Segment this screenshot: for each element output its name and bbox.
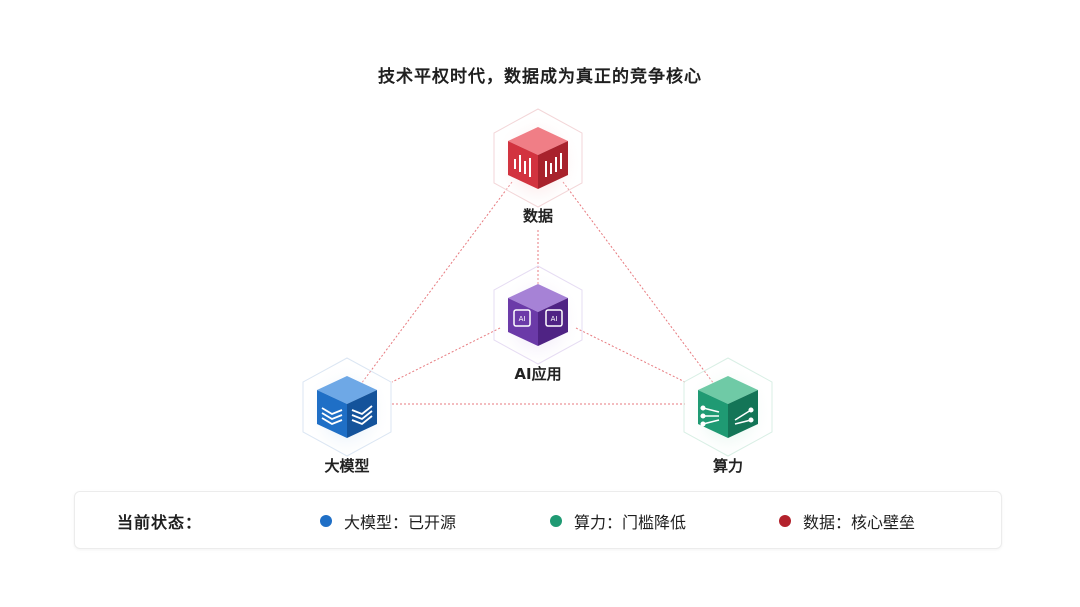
node-model (292, 352, 402, 462)
status-item-model-label: 大模型：已开源 (344, 513, 457, 532)
node-compute (673, 352, 783, 462)
node-ai: AI AI (483, 260, 593, 370)
status-item-data: 数据：核心壁垒 (779, 509, 915, 533)
status-item-compute-label: 算力：门槛降低 (574, 513, 687, 532)
line-ai-compute (575, 327, 686, 383)
diagram-title: 技术平权时代，数据成为真正的竞争核心 (378, 67, 702, 87)
status-bar: 当前状态： 大模型：已开源 算力：门槛降低 数据：核心壁垒 (74, 491, 1002, 549)
line-ai-model (391, 327, 501, 383)
node-ai-label: AI应用 (514, 365, 562, 383)
node-model-label: 大模型 (324, 457, 370, 475)
svg-text:AI: AI (519, 315, 526, 323)
node-data-label: 数据 (522, 207, 553, 225)
svg-text:AI: AI (551, 315, 558, 323)
status-dot-model (320, 515, 332, 527)
node-data (483, 103, 593, 213)
status-item-compute: 算力：门槛降低 (550, 509, 686, 533)
node-compute-label: 算力 (712, 457, 743, 475)
status-item-model: 大模型：已开源 (320, 509, 456, 533)
status-title: 当前状态： (117, 513, 203, 532)
status-item-data-label: 数据：核心壁垒 (803, 513, 916, 532)
status-dot-data (779, 515, 791, 527)
status-dot-compute (550, 515, 562, 527)
